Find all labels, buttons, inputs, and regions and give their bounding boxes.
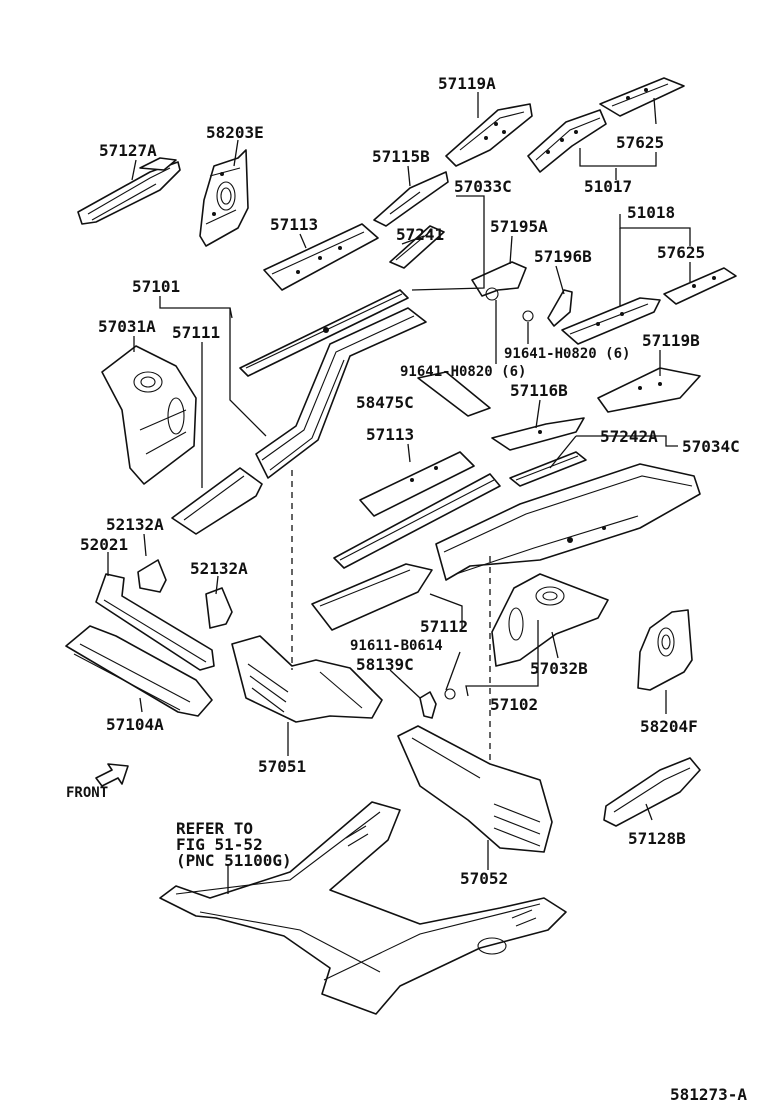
- label-57051: 57051: [258, 757, 306, 776]
- label-52021: 52021: [80, 535, 128, 554]
- part-57127A-drawing: [77, 157, 181, 225]
- part-57195A-drawing: [471, 261, 527, 301]
- part-57051-drawing: [231, 635, 383, 723]
- label-57625-upper: 57625: [616, 133, 664, 152]
- label-57196B: 57196B: [534, 247, 592, 266]
- label-57241: 57241: [396, 225, 444, 244]
- label-57034C: 57034C: [682, 437, 740, 456]
- label-51018: 51018: [627, 203, 675, 222]
- label-57625-lower: 57625: [657, 243, 705, 262]
- leader-lines: [107, 92, 691, 894]
- label-57128B: 57128B: [628, 829, 686, 848]
- part-57128B-drawing: [603, 757, 701, 827]
- part-57101-drawing: [239, 289, 427, 479]
- part-57113-lower-drawing: [359, 451, 475, 517]
- part-57119B-drawing: [597, 367, 701, 413]
- alignment-dashed-lines: [291, 470, 491, 760]
- label-57101: 57101: [132, 277, 180, 296]
- label-57127A: 57127A: [99, 141, 157, 160]
- label-57113-upper: 57113: [270, 215, 318, 234]
- label-57033C: 57033C: [454, 177, 512, 196]
- part-57031A-drawing: [101, 345, 197, 485]
- label-57119A: 57119A: [438, 74, 496, 93]
- part-57115B-drawing: [373, 171, 449, 227]
- part-51018-drawing: [561, 267, 737, 345]
- part-57119A-drawing: [445, 103, 533, 167]
- label-57102: 57102: [490, 695, 538, 714]
- label-57052: 57052: [460, 869, 508, 888]
- part-57102-drawing: [333, 463, 701, 581]
- label-57115B: 57115B: [372, 147, 430, 166]
- part-57113-upper-drawing: [263, 223, 379, 291]
- label-91641-H0820-a: 91641-H0820 (6): [504, 346, 630, 362]
- part-labels: 57119A 57127A 58203E 57115B 57625 57033C…: [66, 74, 747, 1104]
- label-91611-B0614: 91611-B0614: [350, 638, 443, 654]
- label-57195A: 57195A: [490, 217, 548, 236]
- label-57031A: 57031A: [98, 317, 156, 336]
- label-51017: 51017: [584, 177, 632, 196]
- label-58204F: 58204F: [640, 717, 698, 736]
- label-57112: 57112: [420, 617, 468, 636]
- label-58475C: 58475C: [356, 393, 414, 412]
- label-57242A: 57242A: [600, 427, 658, 446]
- part-57104A-drawing: [65, 625, 213, 717]
- label-57119B: 57119B: [642, 331, 700, 350]
- part-57052-drawing: [397, 725, 553, 853]
- front-arrow-icon: [95, 763, 129, 787]
- label-refer-line1: REFER TO: [176, 819, 253, 838]
- part-57242A-drawing: [509, 451, 587, 487]
- label-refer-line3: (PNC 51100G): [176, 851, 292, 870]
- part-58475C-drawing: [417, 371, 491, 417]
- part-57196B-drawing: [522, 289, 573, 327]
- part-57112-drawing: [311, 563, 433, 631]
- label-58203E: 58203E: [206, 123, 264, 142]
- subframe-assembly-drawing: [159, 801, 567, 1015]
- part-58203E-drawing: [199, 149, 249, 247]
- label-57032B: 57032B: [530, 659, 588, 678]
- label-57116B: 57116B: [510, 381, 568, 400]
- part-57032B-drawing: [491, 573, 609, 667]
- part-51017-drawing: [527, 77, 685, 173]
- label-front: FRONT: [66, 785, 108, 801]
- label-58139C: 58139C: [356, 655, 414, 674]
- part-52021-drawing: [95, 559, 233, 671]
- part-57111-drawing: [171, 467, 263, 535]
- label-57111: 57111: [172, 323, 220, 342]
- part-58139C-drawing: [419, 688, 456, 719]
- part-58204F-drawing: [637, 609, 693, 691]
- label-57113-lower: 57113: [366, 425, 414, 444]
- label-refer-line2: FIG 51-52: [176, 835, 263, 854]
- part-57116B-drawing: [491, 417, 585, 451]
- label-57104A: 57104A: [106, 715, 164, 734]
- label-figure-id: 581273-A: [670, 1085, 747, 1104]
- label-91641-H0820-b: 91641-H0820 (6): [400, 364, 526, 380]
- label-52132A-left: 52132A: [106, 515, 164, 534]
- label-52132A-right: 52132A: [190, 559, 248, 578]
